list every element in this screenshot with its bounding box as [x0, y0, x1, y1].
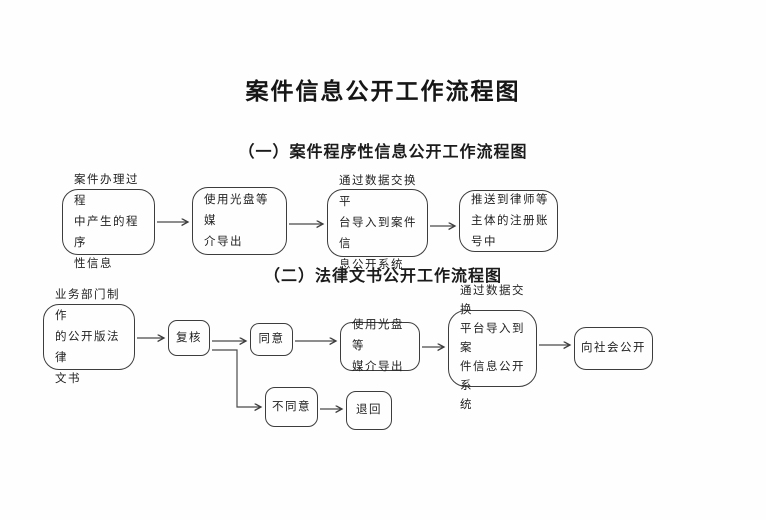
- node-label: 通过数据交换 平台导入到案 件信息公开系 统: [460, 285, 525, 411]
- node-return: 退回: [346, 391, 392, 430]
- section1-heading: （一）案件程序性信息公开工作流程图: [238, 144, 528, 161]
- node-import-platform-2: 通过数据交换 平台导入到案 件信息公开系 统: [448, 285, 537, 411]
- page-title: 案件信息公开工作流程图: [245, 79, 521, 104]
- node-draft-document: 业务部门制作 的公开版法律 文书: [43, 289, 135, 385]
- node-label: 使用光盘等 媒介导出: [352, 319, 404, 373]
- node-procedural-info: 案件办理过程 中产生的程序 性信息: [62, 174, 155, 270]
- node-publish-public: 向社会公开: [574, 327, 653, 370]
- node-label: 案件办理过程 中产生的程序 性信息: [74, 173, 139, 270]
- node-approve: 同意: [250, 323, 293, 356]
- node-label: 向社会公开: [581, 342, 646, 354]
- node-label: 同意: [258, 333, 285, 345]
- node-label: 退回: [356, 404, 382, 416]
- node-label: 通过数据交换平 台导入到案件信 息公开系统: [339, 174, 417, 271]
- node-label: 复核: [176, 331, 202, 344]
- node-export-media-2: 使用光盘等 媒介导出: [340, 319, 420, 373]
- node-label: 使用光盘等媒 介导出: [204, 193, 269, 248]
- node-push-lawyers: 推送到律师等 主体的注册账 号中: [459, 190, 558, 252]
- node-disapprove: 不同意: [265, 387, 318, 427]
- arrow-review-to-disapprove: [212, 349, 261, 407]
- node-import-platform-1: 通过数据交换平 台导入到案件信 息公开系统: [327, 175, 428, 271]
- node-export-media-1: 使用光盘等媒 介导出: [192, 187, 287, 255]
- node-review: 复核: [168, 320, 210, 356]
- node-label: 推送到律师等 主体的注册账 号中: [471, 193, 549, 248]
- node-label: 不同意: [272, 400, 311, 413]
- node-label: 业务部门制作 的公开版法律 文书: [55, 288, 120, 385]
- section2-heading: （二）法律文书公开工作流程图: [263, 268, 502, 285]
